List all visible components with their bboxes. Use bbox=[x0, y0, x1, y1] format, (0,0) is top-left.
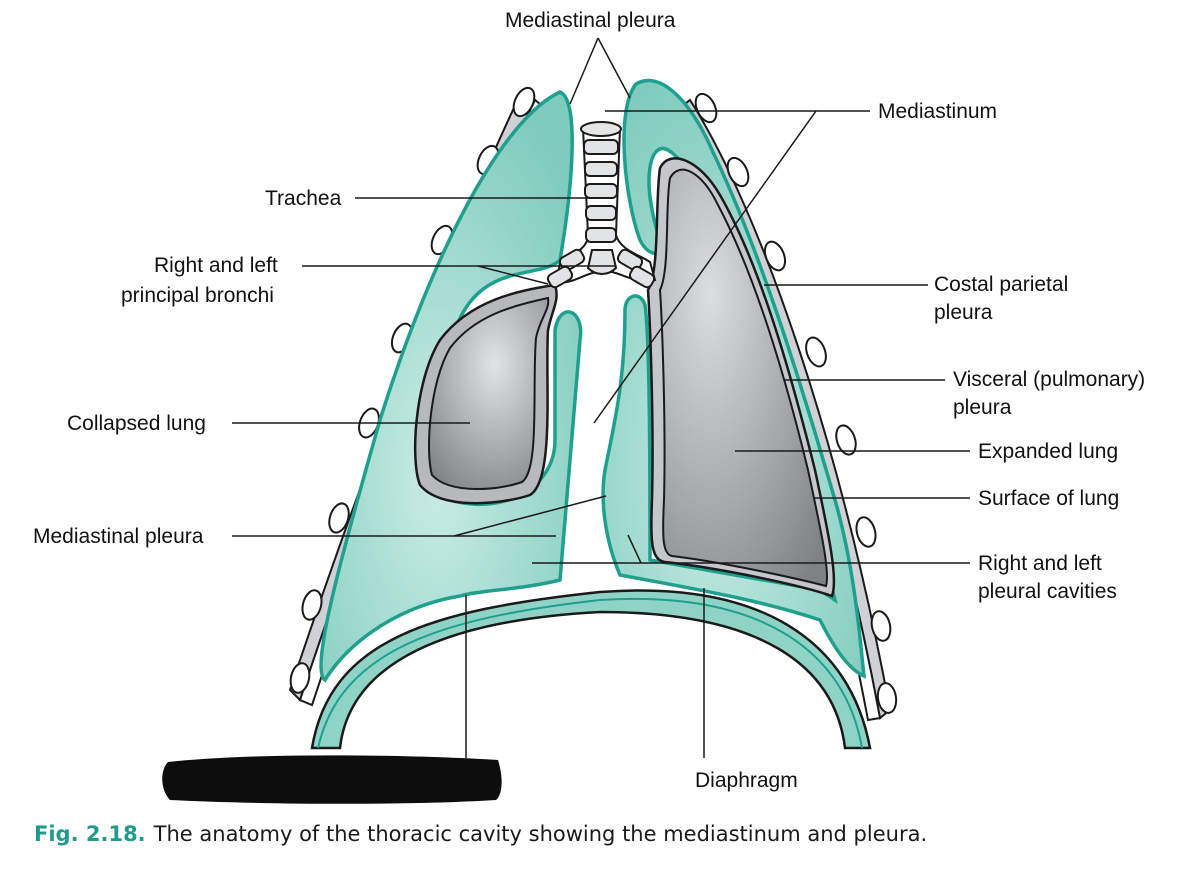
redacted-label bbox=[162, 755, 502, 804]
label-bronchi-line1: Right and left bbox=[154, 254, 278, 277]
label-costal-line1: Costal parietal bbox=[934, 273, 1068, 296]
label-costal-line2: pleura bbox=[934, 301, 993, 324]
principal-bronchi-shape bbox=[546, 248, 656, 289]
label-mediastinal-pleura-left: Mediastinal pleura bbox=[33, 525, 204, 548]
label-expanded-lung: Expanded lung bbox=[978, 440, 1118, 463]
left-pleural-cavity bbox=[319, 90, 583, 683]
label-visceral-line2: pleura bbox=[953, 396, 1012, 419]
caption-text: The anatomy of the thoracic cavity showi… bbox=[153, 822, 928, 846]
label-surface-of-lung: Surface of lung bbox=[978, 487, 1119, 510]
label-cavities-line2: pleural cavities bbox=[978, 580, 1117, 603]
expanded-lung-shape bbox=[646, 157, 836, 598]
figure-caption: Fig. 2.18. The anatomy of the thoracic ca… bbox=[34, 822, 1174, 846]
rib-ovals-right bbox=[694, 92, 898, 714]
label-trachea: Trachea bbox=[265, 187, 342, 210]
label-cavities-line1: Right and left bbox=[978, 552, 1102, 575]
diaphragm-shape bbox=[310, 589, 872, 750]
figure-number: Fig. 2.18. bbox=[34, 822, 146, 846]
label-visceral-line1: Visceral (pulmonary) bbox=[953, 368, 1145, 391]
label-collapsed-lung: Collapsed lung bbox=[67, 412, 206, 435]
label-diaphragm: Diaphragm bbox=[695, 769, 798, 792]
label-mediastinal-pleura-top: Mediastinal pleura bbox=[505, 9, 676, 32]
leader-lines bbox=[232, 37, 970, 758]
label-mediastinum: Mediastinum bbox=[878, 100, 997, 123]
collapsed-lung-shape bbox=[413, 283, 558, 505]
label-bronchi-line2: principal bronchi bbox=[121, 284, 274, 307]
right-pleural-cavity bbox=[601, 78, 867, 679]
trachea-shape bbox=[546, 121, 657, 289]
